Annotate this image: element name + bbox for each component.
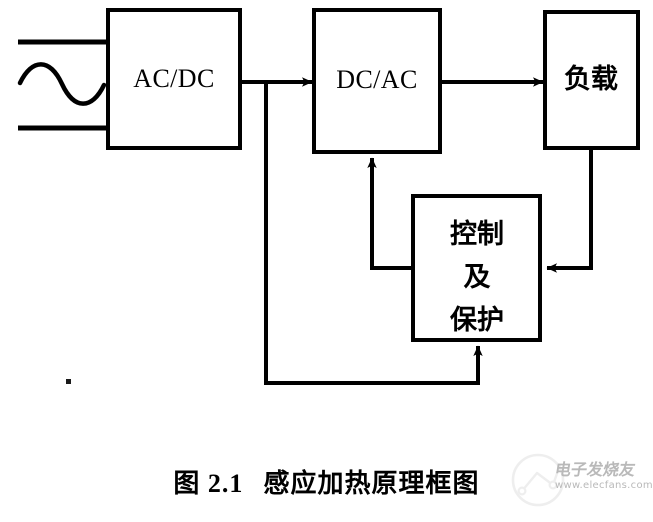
ac-source-symbol — [17, 39, 110, 131]
block-ac-dc[interactable]: AC/DC — [106, 8, 242, 150]
block-dc-ac[interactable]: DC/AC — [312, 8, 442, 154]
block-load-label: 负载 — [564, 64, 618, 95]
connection-acdc-to-control-line — [264, 82, 483, 385]
block-ac-dc-label: AC/DC — [133, 64, 214, 93]
block-ac-dc-rect — [106, 8, 242, 150]
block-control-label-line2: 及 — [464, 262, 491, 293]
block-load-rect — [543, 10, 640, 150]
block-dc-ac-label: DC/AC — [336, 65, 417, 94]
sine-wave-icon — [17, 62, 107, 106]
connection-load-to-control-line — [546, 148, 593, 273]
figure-caption: 图 2.1 感应加热原理框图 — [0, 463, 653, 500]
watermark-url: www.elecfans.com — [555, 479, 653, 491]
block-control-protection[interactable]: 控制 及 保护 — [411, 194, 542, 342]
scan-artifact-dot — [66, 379, 71, 384]
watermark-brand: 电子发烧友 — [553, 460, 637, 479]
figure-caption-number: 图 2.1 — [173, 469, 244, 498]
block-control-label-line3: 保护 — [449, 305, 504, 336]
figure-caption-text: 感应加热原理框图 — [263, 469, 480, 499]
figure-caption-spacer — [243, 469, 263, 499]
block-control-label-line1: 控制 — [450, 219, 504, 250]
connection-control-to-dcac-line — [367, 157, 413, 270]
block-load[interactable]: 负载 — [543, 10, 640, 150]
connection-load-to-control — [546, 148, 593, 273]
watermark-text: 电子发烧友 www.elecfans.com — [553, 460, 653, 491]
connection-control-to-dcac — [367, 157, 413, 270]
connection-acdc-to-control — [264, 82, 483, 385]
